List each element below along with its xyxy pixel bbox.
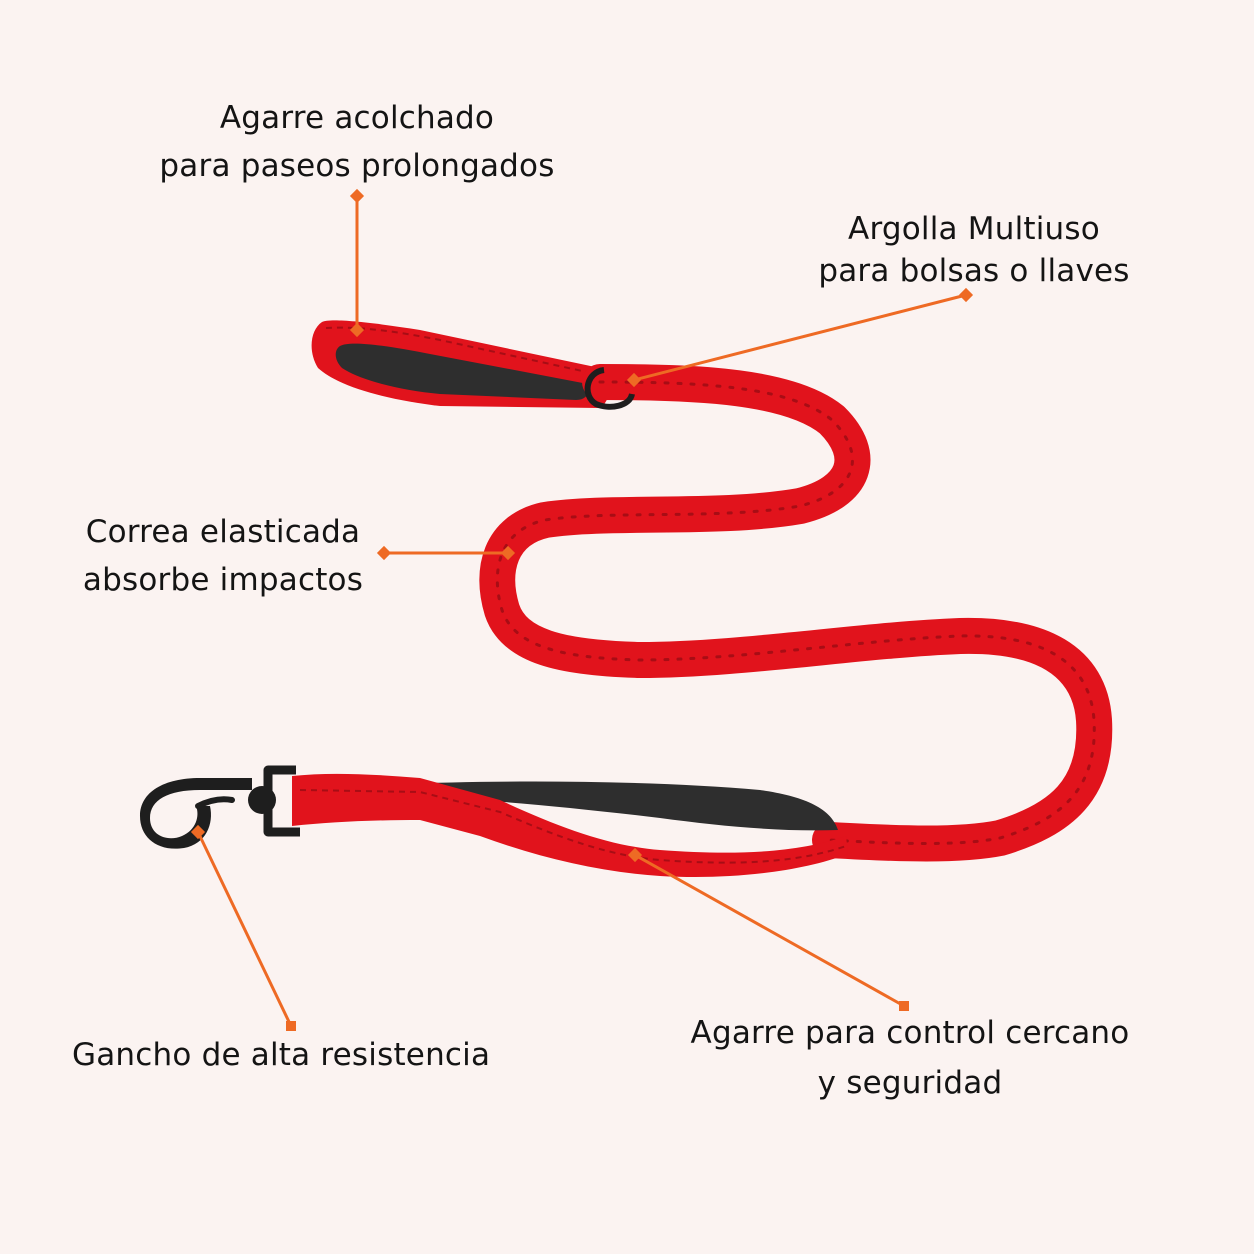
dot-grip-close-a — [627, 847, 643, 863]
leader-grip-close — [634, 853, 905, 1008]
heavy-duty-snap-hook — [140, 765, 300, 849]
label-elastic-leash: Correa elasticada absorbe impactos — [83, 508, 363, 604]
padded-handle-bottom — [292, 773, 848, 878]
elastic-bungee-section — [479, 364, 1113, 862]
label-multiuse-ring-line2: para bolsas o llaves — [818, 253, 1130, 289]
leader-hook — [196, 831, 293, 1027]
label-snap-hook-line1: Gancho de alta resistencia — [72, 1037, 491, 1073]
handle-bottom-padding — [400, 781, 838, 831]
label-close-control-grip: Agarre para control cercano y seguridad — [691, 1008, 1130, 1108]
dot-grip-top-a — [349, 188, 365, 204]
padded-handle-top — [311, 320, 610, 408]
label-elastic-leash-line1: Correa elasticada — [85, 514, 361, 550]
label-padded-grip-line1: Agarre acolchado — [219, 100, 495, 136]
handle-bottom-webbing — [292, 773, 848, 878]
label-padded-grip: Agarre acolchado para paseos prolongados — [159, 94, 554, 190]
bungee-ripples — [495, 380, 1096, 845]
label-multiuse-ring: Argolla Multiuso para bolsas o llaves — [818, 208, 1129, 292]
callout-lines — [196, 196, 967, 1027]
dot-elastic-a — [376, 545, 392, 561]
label-padded-grip-line2: para paseos prolongados — [159, 148, 555, 184]
d-ring-shape — [584, 367, 635, 410]
dot-elastic-b — [500, 545, 516, 561]
label-close-control-grip-line1: Agarre para control cercano — [690, 1015, 1130, 1051]
dot-grip-close-b — [899, 1001, 909, 1011]
dot-hook-a — [190, 824, 206, 840]
dot-grip-top-b — [349, 322, 365, 338]
dot-hook-b — [286, 1021, 296, 1031]
multiuse-d-ring — [584, 367, 635, 410]
dot-ring-a — [958, 287, 974, 303]
callout-dots — [190, 188, 974, 1031]
hook-gate — [195, 796, 235, 809]
label-close-control-grip-line2: y seguridad — [817, 1065, 1003, 1101]
label-elastic-leash-line2: absorbe impactos — [82, 562, 364, 598]
dot-ring-b — [626, 372, 642, 388]
handle-top-padding — [335, 343, 589, 400]
hook-swivel — [248, 786, 276, 814]
bungee-body — [479, 364, 1113, 862]
label-multiuse-ring-line1: Argolla Multiuso — [848, 211, 1100, 247]
label-snap-hook: Gancho de alta resistencia — [72, 1031, 490, 1079]
leader-ring — [633, 293, 967, 382]
hook-body — [140, 778, 252, 849]
handle-bottom-stitching — [299, 789, 847, 864]
handle-top-stitching — [325, 326, 597, 375]
